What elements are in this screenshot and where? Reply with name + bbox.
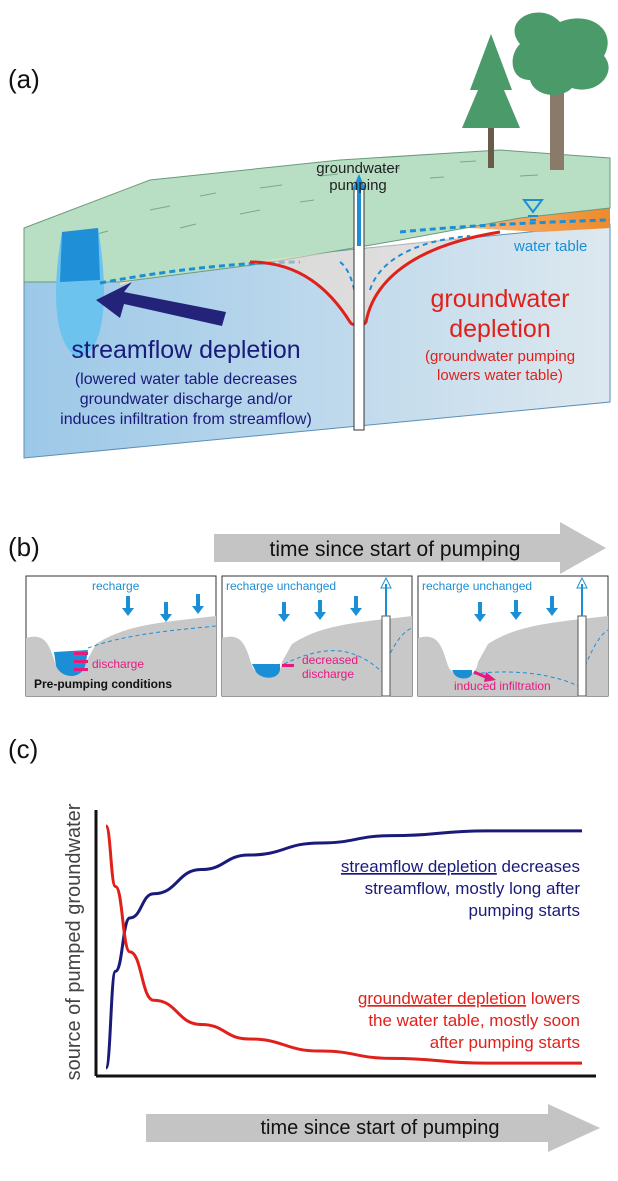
sf-depletion-title: streamflow depletion bbox=[71, 336, 300, 364]
time-arrow-b bbox=[214, 522, 606, 574]
box1-discharge: discharge bbox=[92, 657, 144, 671]
box1-recharge: recharge bbox=[92, 579, 140, 593]
gw-depletion-desc-2: lowers water table) bbox=[437, 367, 563, 384]
gw-note-line-3: after pumping starts bbox=[430, 1033, 580, 1052]
water-table-symbol-icon bbox=[522, 199, 544, 214]
box3-recharge: recharge unchanged bbox=[422, 579, 532, 593]
gw-note-1: lowers bbox=[526, 989, 580, 1008]
sf-note-underlined: streamflow depletion bbox=[341, 857, 497, 876]
tree-icon bbox=[462, 34, 520, 168]
panel-a-label: (a) bbox=[8, 64, 40, 94]
land-surface bbox=[23, 149, 611, 283]
box2-flow-2: discharge bbox=[302, 667, 354, 681]
gw-note-line-2: the water table, mostly soon bbox=[368, 1011, 580, 1030]
pumping-sequence: time since start of pumping recharge dis… bbox=[25, 522, 609, 697]
groundwater-cross-section: groundwater pumping water table groundwa… bbox=[23, 12, 611, 459]
streamflow-depletion-line bbox=[104, 829, 582, 1070]
pumping-label-1: groundwater bbox=[316, 160, 399, 177]
sf-note-line-1: streamflow depletion decreases bbox=[341, 857, 580, 876]
sf-depletion-desc-1: (lowered water table decreases bbox=[75, 371, 297, 388]
x-axis-label: time since start of pumping bbox=[261, 1117, 500, 1139]
box1-caption: Pre-pumping conditions bbox=[34, 677, 172, 691]
y-axis-label: source of pumped groundwater bbox=[63, 803, 85, 1080]
box-pre-pumping: recharge discharge Pre-pumping condition… bbox=[25, 575, 217, 697]
panel-b-label: (b) bbox=[8, 532, 40, 562]
box-early-pumping: recharge unchanged decreased discharge bbox=[221, 575, 413, 697]
panel-a: (a) bbox=[0, 0, 618, 470]
time-arrow-b-label: time since start of pumping bbox=[270, 538, 521, 561]
sf-note-1: decreases bbox=[497, 857, 580, 876]
panel-c: (c) source of pumped groundwater time si… bbox=[0, 730, 618, 1176]
box3-flow: induced infiltration bbox=[454, 679, 551, 693]
gw-depletion-desc-1: (groundwater pumping bbox=[425, 348, 575, 365]
gw-note-line-1: groundwater depletion lowers bbox=[358, 989, 580, 1008]
stream-surface bbox=[60, 228, 100, 282]
sf-note-line-3: pumping starts bbox=[469, 901, 581, 920]
gw-depletion-title-2: depletion bbox=[449, 315, 550, 343]
sf-depletion-desc-3: induces infiltration from streamflow) bbox=[60, 411, 312, 428]
tree-icon-2 bbox=[512, 12, 609, 170]
panel-b: (b) time since start of pumping recharge… bbox=[0, 520, 618, 700]
box-late-pumping: recharge unchanged induced infiltration bbox=[417, 575, 609, 697]
gw-note-underlined: groundwater depletion bbox=[358, 989, 526, 1008]
pumping-arrow-icon bbox=[352, 174, 366, 190]
groundwater-depletion-line bbox=[104, 824, 582, 1065]
sf-note-line-2: streamflow, mostly long after bbox=[365, 879, 581, 898]
box2-recharge: recharge unchanged bbox=[226, 579, 336, 593]
depletion-chart: source of pumped groundwater time since … bbox=[63, 803, 600, 1152]
pumping-label-2: pumping bbox=[329, 177, 387, 194]
streamflow-arrow-icon bbox=[96, 282, 226, 326]
sf-depletion-desc-2: groundwater discharge and/or bbox=[80, 391, 293, 408]
time-arrow-c bbox=[146, 1104, 600, 1152]
box2-flow-1: decreased bbox=[302, 653, 358, 667]
panel-c-label: (c) bbox=[8, 734, 39, 764]
gw-depletion-title-1: groundwater bbox=[431, 285, 570, 313]
water-table-label: water table bbox=[513, 238, 587, 255]
